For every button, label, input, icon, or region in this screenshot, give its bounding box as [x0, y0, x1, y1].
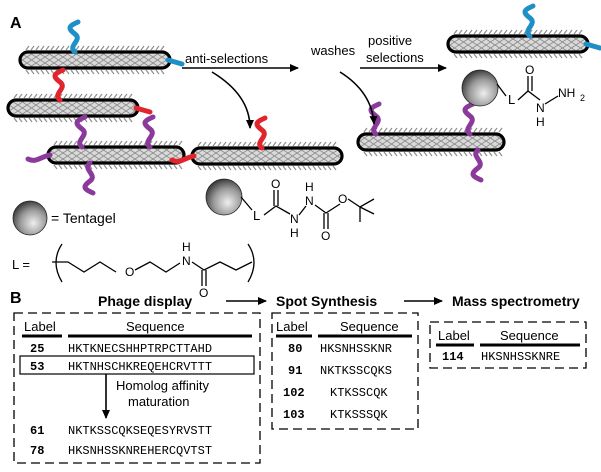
flow-arrows	[182, 64, 447, 129]
matured-row-sequence: NKTKSSCQKSEQESYRVSTT	[68, 424, 212, 438]
spot-row-sequence: NKTKSSCQKS	[320, 364, 392, 378]
mass-spec-header-sequence: Sequence	[500, 328, 559, 343]
positive-label-line2: selections	[366, 50, 424, 65]
boc-ester-O: O	[338, 192, 347, 206]
phage-display-row-label: 53	[30, 360, 44, 374]
panel-b-label: B	[10, 290, 22, 307]
hydrazide-H: H	[536, 115, 545, 129]
spot-synthesis-title: Spot Synthesis	[276, 293, 377, 309]
phage-display-row-sequence: HKTKNECSHHPTRPCTTAHD	[68, 342, 212, 356]
boc-H1: H	[290, 226, 299, 240]
spot-row-label: 102	[283, 386, 305, 400]
phage-display-header-label: Label	[24, 319, 56, 334]
phage-purple-left	[25, 114, 186, 196]
boc-hydrazide-bead: L O N H N H O O	[205, 177, 375, 243]
maturation-label-line1: Homolog affinity	[116, 378, 209, 393]
phage-particles	[6, 3, 601, 196]
spot-synthesis-box	[271, 312, 419, 430]
tentagel-bead-top	[461, 69, 499, 107]
washes-label: washes	[310, 43, 356, 58]
spot-row-sequence: KTKSSSQK	[330, 408, 388, 422]
phage-red-upper	[6, 67, 153, 123]
washes-arrow	[339, 71, 378, 125]
boc-N1: N	[290, 212, 299, 226]
phage-display-title: Phage display	[98, 293, 192, 309]
spot-row-label: 91	[288, 364, 302, 378]
mass-spec-row-label: 114	[442, 350, 464, 364]
spot-row-label: 80	[288, 342, 302, 356]
positive-label-line1: positive	[368, 33, 412, 48]
phage-display-row-label: 25	[30, 342, 44, 356]
mass-spec-row-sequence: HKSNHSSKNRE	[481, 350, 560, 364]
carbonyl-O-middle: O	[271, 177, 280, 191]
hydrazide-NH2-subscript: 2	[580, 93, 585, 103]
matured-row-label: 61	[30, 424, 44, 438]
boc-N2: N	[305, 194, 314, 208]
spot-row-sequence: KTKSSCQK	[330, 386, 388, 400]
mass-spec-title: Mass spectrometry	[452, 293, 580, 309]
phage-bound-middle	[169, 115, 344, 171]
spot-row-label: 103	[283, 408, 305, 422]
carbonyl-O-top: O	[525, 63, 534, 77]
linker-amide-N: N	[182, 254, 191, 268]
matured-row-sequence: HKSNHSSKNREHERCQVTST	[68, 444, 212, 458]
mass-spec-box	[429, 321, 587, 369]
tentagel-bead-middle	[205, 178, 243, 216]
linker-L-middle: L	[253, 208, 260, 223]
linker-carbonyl-O: O	[199, 286, 208, 300]
phage-display-row-sequence: HKTNHSCHKREQEHCRVTTT	[68, 360, 212, 374]
panel-a-label: A	[10, 15, 22, 32]
spot-synthesis-header-label: Label	[276, 319, 308, 334]
spot-row-sequence: HKSNHSSKNR	[320, 342, 392, 356]
phage-selected-top-right	[446, 3, 601, 59]
linker-amide-H: H	[182, 240, 191, 254]
mass-spec-header-label: Label	[438, 328, 470, 343]
anti-selection-arrow	[211, 71, 254, 129]
spot-synthesis-header-sequence: Sequence	[340, 319, 399, 334]
phage-washed-right	[356, 101, 506, 183]
boc-carbonyl-O: O	[321, 229, 330, 243]
linker-ether-O: O	[125, 265, 134, 279]
hydrazide-bead: L O N H NH 2	[461, 63, 585, 129]
linker-definition: L = O N H O	[12, 240, 255, 300]
maturation-label-line2: maturation	[128, 394, 189, 409]
phage-top-left	[18, 19, 185, 75]
highlight-box-53	[19, 355, 255, 375]
linker-equals: L =	[12, 257, 30, 272]
hydrazide-NH2: NH	[558, 86, 575, 100]
anti-selections-label: anti-selections	[185, 51, 269, 66]
linker-L-top: L	[508, 92, 515, 107]
hydrazide-N: N	[536, 101, 545, 115]
tentagel-legend: = Tentagel	[12, 200, 116, 236]
boc-H2: H	[305, 180, 314, 194]
matured-row-label: 78	[30, 444, 44, 458]
tentagel-legend-text: = Tentagel	[51, 210, 116, 226]
phage-display-box	[13, 312, 261, 464]
phage-display-header-sequence: Sequence	[126, 319, 185, 334]
tentagel-legend-bead	[12, 200, 48, 236]
